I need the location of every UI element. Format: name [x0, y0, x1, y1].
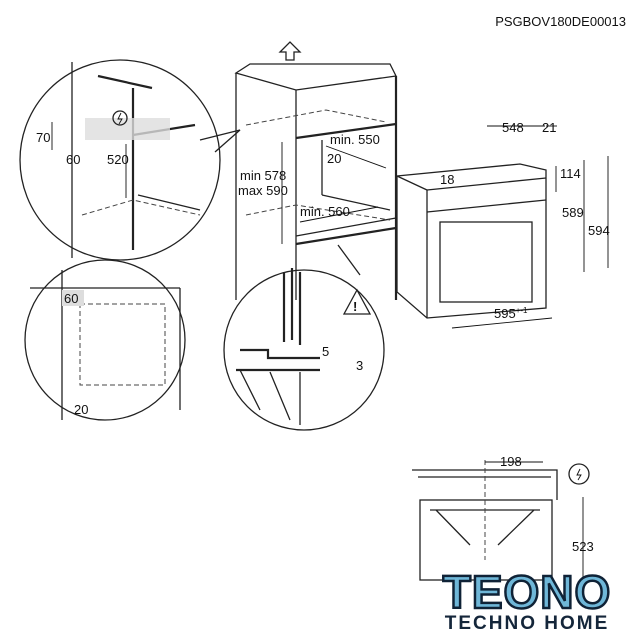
- dim-min-550: min. 550: [330, 132, 380, 147]
- dim-60-side: 60: [64, 291, 78, 306]
- dim-520: 520: [107, 152, 129, 167]
- dim-min-560: min. 560: [300, 204, 350, 219]
- arrow-up-icon: [278, 41, 302, 61]
- dim-21: 21: [542, 120, 556, 135]
- dim-198: 198: [500, 454, 522, 469]
- dim-5: 5: [322, 344, 329, 359]
- dim-18: 18: [440, 172, 454, 187]
- dim-3: 3: [356, 358, 363, 373]
- cabinet-drawing: min 578 max 590 min. 550 20 min. 560: [234, 41, 398, 300]
- dim-589: 589: [562, 205, 584, 220]
- dim-114: 114: [560, 166, 581, 181]
- logo-tagline: TECHNO HOME: [444, 613, 610, 634]
- dim-548: 548: [502, 120, 524, 135]
- brand-logo: TEONO TECHNO HOME: [432, 566, 622, 634]
- detail-circle-mid-left: 60 20: [24, 259, 186, 421]
- dim-60: 60: [66, 152, 80, 167]
- oven-drawing: 548 21 18 114 589 594 595+-1: [396, 120, 610, 329]
- dim-max-590: max 590: [238, 183, 288, 198]
- dim-595: 595+-1: [494, 306, 528, 321]
- dim-20-side: 20: [74, 402, 88, 417]
- dim-70: 70: [36, 130, 50, 145]
- document-code: PSGBOV180DE00013: [495, 14, 626, 29]
- electric-connection-icon: [568, 463, 590, 485]
- svg-text:!: !: [353, 299, 357, 314]
- dim-20: 20: [327, 151, 341, 166]
- detail-circle-bottom-center: ! 5 3: [223, 244, 385, 431]
- dim-594: 594: [588, 223, 610, 238]
- dim-523: 523: [572, 539, 594, 554]
- electric-connection-icon: [112, 110, 128, 126]
- logo-name: TEONO: [441, 566, 612, 618]
- side-view-drawing: 198 523: [412, 454, 594, 581]
- warning-icon: [342, 288, 372, 315]
- detail-circle-top-left: 70 60 520: [19, 59, 241, 261]
- dim-min-578: min 578: [240, 168, 286, 183]
